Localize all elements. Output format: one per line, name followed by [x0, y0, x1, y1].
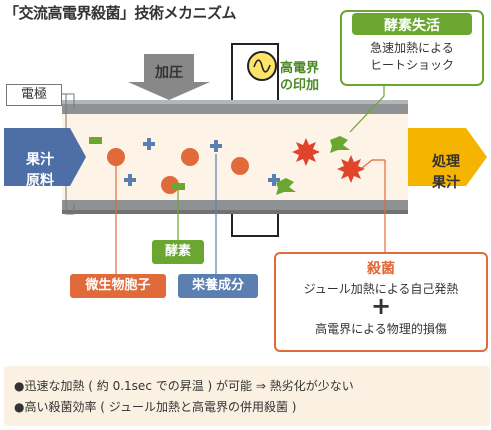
sterilization-title: 殺菌 [367, 261, 395, 277]
pressure-label: 加圧 [155, 65, 183, 81]
sterilization-line2: 高電界による物理的損傷 [315, 322, 447, 336]
output-label-line1: 処理 [432, 154, 460, 170]
high-field-label-line2: の印加 [280, 78, 320, 93]
page-title: 「交流高電界殺菌」技術メカニズム [4, 4, 237, 22]
input-label-line1: 果汁 [26, 152, 54, 168]
label-leaders [115, 82, 386, 274]
damaged-enzyme-icons [276, 136, 350, 195]
sterilization-callout [274, 252, 488, 352]
bottom-electrode [62, 200, 408, 214]
output-label-line2: 果汁 [432, 175, 460, 191]
enzyme-inactivation-title-bg [352, 13, 472, 35]
enzyme-inactivation-line2: ヒートショック [369, 58, 454, 72]
sterilization-plus: + [370, 292, 392, 320]
enzyme-inactivation-title: 酵素失活 [384, 18, 440, 34]
input-label-line2: 原料 [26, 173, 54, 189]
input-arrow [4, 128, 86, 186]
electrode-label: 電極 [6, 84, 62, 106]
nutrient-label: 栄養成分 [178, 274, 258, 298]
enzyme-inactivation-text: 急速加熱による ヒートショック [340, 40, 484, 74]
summary-bullet-1: ●迅速な加熱 ( 約 0.1sec での昇温 ) が可能 ⇒ 熱劣化が少ない [14, 379, 354, 393]
enzyme-label: 酵素 [152, 240, 204, 264]
top-electrode [62, 100, 408, 114]
spore-label: 微生物胞子 [70, 274, 166, 298]
input-label: 果汁 原料 [10, 150, 70, 192]
summary-panel [4, 366, 490, 426]
output-arrow [408, 128, 487, 186]
damaged-spore-icons [292, 138, 365, 183]
pressure-arrow-icon [128, 54, 210, 100]
nutrient-particles [124, 138, 280, 186]
high-field-label-line1: 高電界 [280, 61, 320, 76]
circuit-wire [231, 43, 279, 237]
sterilization-line1: ジュール加熱による自己発熱 [303, 282, 459, 296]
high-field-label: 高電界 の印加 [280, 60, 319, 94]
summary-bullet-2: ●高い殺菌効率 ( ジュール加熱と高電界の併用殺菌 ) [14, 400, 297, 414]
ac-source-icon [247, 51, 277, 81]
output-label: 処理 果汁 [412, 152, 480, 194]
enzyme-particles [89, 137, 185, 190]
enzyme-inactivation-line1: 急速加熱による [370, 41, 454, 55]
